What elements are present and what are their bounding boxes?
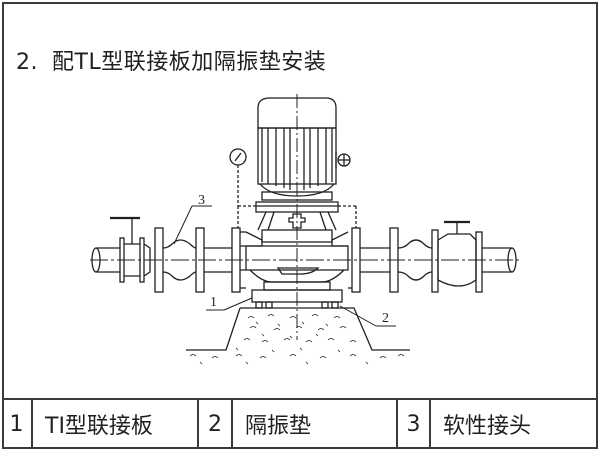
pump-installation-diagram: 3 1 2 [90, 94, 520, 365]
title-text: 配TL型联接板加隔振垫安装 [52, 50, 327, 75]
parts-legend-table: 1 TI型联接板 2 隔振垫 3 软性接头 [2, 398, 598, 450]
motor-bracket [237, 201, 357, 231]
right-pipeline [348, 220, 517, 293]
callout-2 [339, 305, 396, 327]
legend-item-1-label: TI型联接板 [33, 400, 199, 448]
callout-1 [206, 297, 253, 311]
callout-2-label: 2 [382, 311, 389, 326]
junction-box-icon [335, 152, 351, 168]
left-pipeline [91, 216, 246, 293]
pressure-gauge-icon [229, 148, 247, 206]
callout-3-label: 3 [198, 193, 205, 208]
callout-3 [173, 205, 212, 245]
pump-body [245, 229, 349, 291]
legend-item-1-number: 1 [2, 400, 33, 448]
title-number: 2. [16, 50, 38, 75]
legend-item-3-label: 软性接头 [443, 414, 532, 439]
concrete-foundation [186, 307, 410, 365]
motor [257, 94, 337, 340]
table-bottom-border [2, 447, 598, 449]
legend-item-3-number: 3 [398, 400, 431, 448]
legend-item-2-number: 2 [199, 400, 233, 448]
callout-1-label: 1 [210, 295, 217, 310]
legend-item-2-label: 隔振垫 [233, 400, 398, 448]
figure-title: 2. 配TL型联接板加隔振垫安装 [16, 44, 326, 76]
